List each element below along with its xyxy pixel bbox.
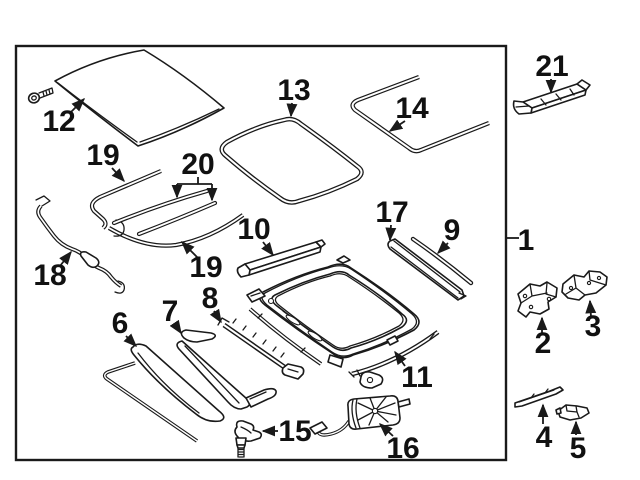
callout-15: 15 xyxy=(261,415,312,448)
callout-label-19-lower: 19 xyxy=(189,251,222,284)
callout-6: 6 xyxy=(112,307,138,348)
drain-hose xyxy=(35,195,126,294)
callout-label-18: 18 xyxy=(33,259,66,292)
callout-18: 18 xyxy=(33,250,72,292)
callout-8: 8 xyxy=(202,282,222,324)
callout-16: 16 xyxy=(378,423,420,465)
callout-label-9: 9 xyxy=(444,214,461,247)
callout-9: 9 xyxy=(436,214,461,255)
side-rail-17 xyxy=(387,238,467,301)
callout-label-11: 11 xyxy=(401,361,433,394)
callout-label-1: 1 xyxy=(518,224,535,257)
callout-label-2: 2 xyxy=(535,327,552,360)
callout-4: 4 xyxy=(536,403,553,454)
callout-label-12: 12 xyxy=(42,105,75,138)
mount-bracket-2 xyxy=(517,281,558,318)
rail-bracket-21 xyxy=(512,79,591,115)
screw-icon xyxy=(27,87,54,104)
callout-label-21: 21 xyxy=(535,50,568,83)
callout-12: 12 xyxy=(42,97,86,138)
callout-7: 7 xyxy=(162,295,182,335)
callout-label-6: 6 xyxy=(112,307,129,340)
callout-1: 1 xyxy=(506,224,534,257)
wind-deflector-blade xyxy=(130,343,225,423)
callout-label-20: 20 xyxy=(181,148,214,181)
callout-label-14: 14 xyxy=(395,92,429,125)
callout-label-5: 5 xyxy=(570,432,587,465)
mount-bracket-3 xyxy=(561,270,608,301)
callout-label-13: 13 xyxy=(277,74,310,107)
trim-blade-4 xyxy=(514,386,564,408)
side-molding-11 xyxy=(348,332,438,378)
roof-panel xyxy=(54,49,225,147)
callout-17: 17 xyxy=(375,196,409,242)
callout-label-3: 3 xyxy=(585,310,602,343)
callout-11: 11 xyxy=(394,350,433,394)
small-clip xyxy=(359,371,384,389)
callout-label-15: 15 xyxy=(278,415,311,448)
callout-5: 5 xyxy=(570,420,587,465)
callout-10: 10 xyxy=(237,213,274,257)
motor-cable xyxy=(309,419,351,437)
callout-3: 3 xyxy=(585,299,602,343)
callout-19-upper: 19 xyxy=(86,139,125,183)
bolt-icon xyxy=(235,437,247,458)
notched-rail-8 xyxy=(217,317,305,380)
callout-label-19-upper: 19 xyxy=(86,139,119,172)
sunroof-motor xyxy=(347,395,411,430)
callout-label-8: 8 xyxy=(202,282,219,315)
callout-label-4: 4 xyxy=(536,421,553,454)
callout-label-10: 10 xyxy=(237,213,270,246)
front-rail-10 xyxy=(236,239,326,278)
callout-label-17: 17 xyxy=(375,196,408,229)
callout-2: 2 xyxy=(535,316,552,360)
callout-21: 21 xyxy=(535,50,569,94)
callout-20: 20 xyxy=(171,148,218,202)
callout-19-lower: 19 xyxy=(180,240,223,284)
callout-label-7: 7 xyxy=(162,295,179,328)
callout-14: 14 xyxy=(388,92,429,132)
callout-label-16: 16 xyxy=(386,432,419,465)
deflector-blade-7 xyxy=(176,329,277,410)
clamp-block-5 xyxy=(555,404,590,421)
stop-bracket-15 xyxy=(234,420,263,442)
callout-13: 13 xyxy=(277,74,311,118)
sunroof-frame xyxy=(246,255,420,368)
